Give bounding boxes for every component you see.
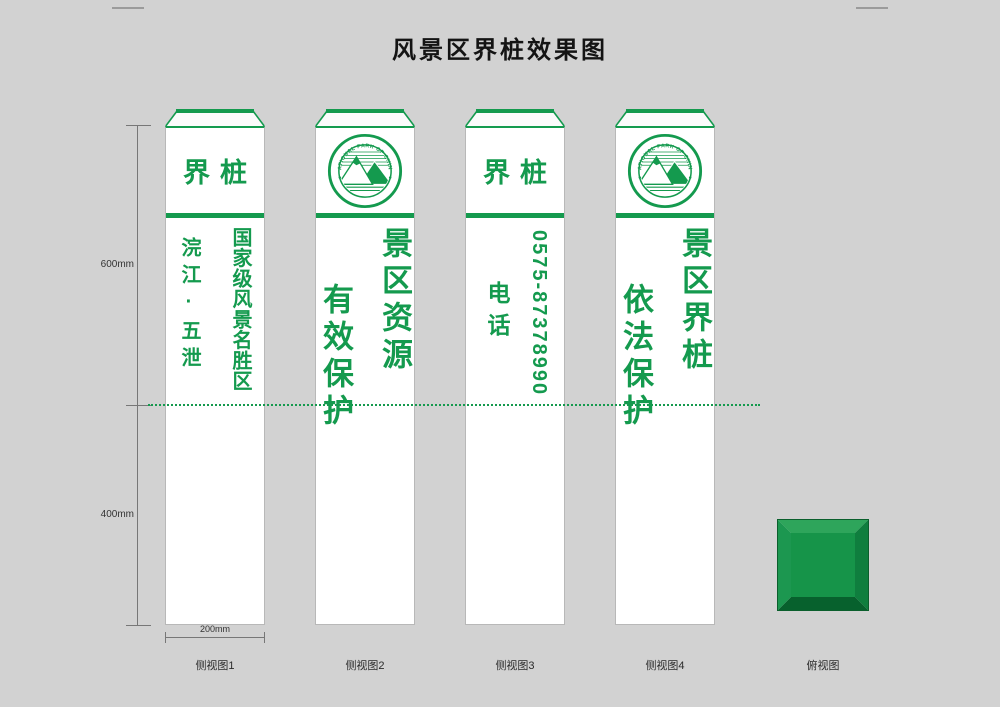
dimension-tick-top <box>126 125 151 126</box>
width-dimension-line <box>165 637 265 638</box>
post-cap <box>315 109 415 126</box>
top-view-square <box>777 519 869 611</box>
vertical-text-column: 浣江·五泄 <box>178 237 200 374</box>
caption-side-view-1: 侧视图1 <box>195 660 235 672</box>
caption-side-view-4: 侧视图4 <box>645 660 685 672</box>
post-header: 界桩 <box>466 128 564 213</box>
green-divider-band <box>166 213 264 218</box>
caption-top-view: 俯视图 <box>806 660 840 672</box>
vertical-text-column: 景区界桩 <box>677 227 712 375</box>
phone-number-text: 0575-87378990 <box>528 230 550 397</box>
post-body: 景区界桩 依法保护 <box>615 126 715 625</box>
post-header <box>316 128 414 213</box>
national-park-emblem-icon <box>327 133 403 209</box>
post-header <box>616 128 714 213</box>
post-side-view-2: 景区资源 有效保护 <box>315 109 415 629</box>
post-body: 景区资源 有效保护 <box>315 126 415 625</box>
width-dimension-tick-right <box>264 632 265 643</box>
caption-side-view-3: 侧视图3 <box>495 660 535 672</box>
dimension-tick-middle <box>126 405 151 406</box>
vertical-dimension-line <box>137 125 138 625</box>
post-side-view-3: 界桩 0575-87378990 电话 <box>465 109 565 629</box>
post-text-area: 国家级风景名胜区 浣江·五泄 <box>166 218 264 624</box>
caption-side-view-2: 侧视图2 <box>345 660 385 672</box>
post-header: 界桩 <box>166 128 264 213</box>
green-divider-band <box>616 213 714 218</box>
green-divider-band <box>316 213 414 218</box>
width-dimension-tick-left <box>165 632 166 643</box>
crop-mark-left <box>112 7 144 9</box>
page-title: 风景区界桩效果图 <box>392 38 608 64</box>
dimension-label-600mm: 600mm <box>100 259 134 270</box>
post-body: 界桩 国家级风景名胜区 浣江·五泄 <box>165 126 265 625</box>
post-header-text: 界桩 <box>183 158 257 188</box>
national-park-emblem-icon <box>627 133 703 209</box>
vertical-text-column: 依法保护 <box>618 283 653 431</box>
post-cap <box>165 109 265 126</box>
phone-label-text: 电话 <box>484 281 510 345</box>
post-side-view-4: 景区界桩 依法保护 <box>615 109 715 629</box>
ground-level-line <box>148 404 760 406</box>
post-cap <box>615 109 715 126</box>
green-divider-band <box>466 213 564 218</box>
post-text-area: 景区资源 有效保护 <box>316 218 414 624</box>
post-body: 界桩 0575-87378990 电话 <box>465 126 565 625</box>
post-header-text: 界桩 <box>483 158 557 188</box>
post-text-area: 0575-87378990 电话 <box>466 218 564 624</box>
vertical-text-column: 景区资源 <box>377 227 412 375</box>
crop-mark-right <box>856 7 888 9</box>
vertical-text-column: 国家级风景名胜区 <box>229 227 251 391</box>
vertical-text-column: 有效保护 <box>318 283 353 431</box>
post-text-area: 景区界桩 依法保护 <box>616 218 714 624</box>
post-cap <box>465 109 565 126</box>
dimension-label-400mm: 400mm <box>100 509 134 520</box>
post-side-view-1: 界桩 国家级风景名胜区 浣江·五泄 <box>165 109 265 629</box>
dimension-label-200mm: 200mm <box>199 624 230 634</box>
dimension-tick-bottom <box>126 625 151 626</box>
